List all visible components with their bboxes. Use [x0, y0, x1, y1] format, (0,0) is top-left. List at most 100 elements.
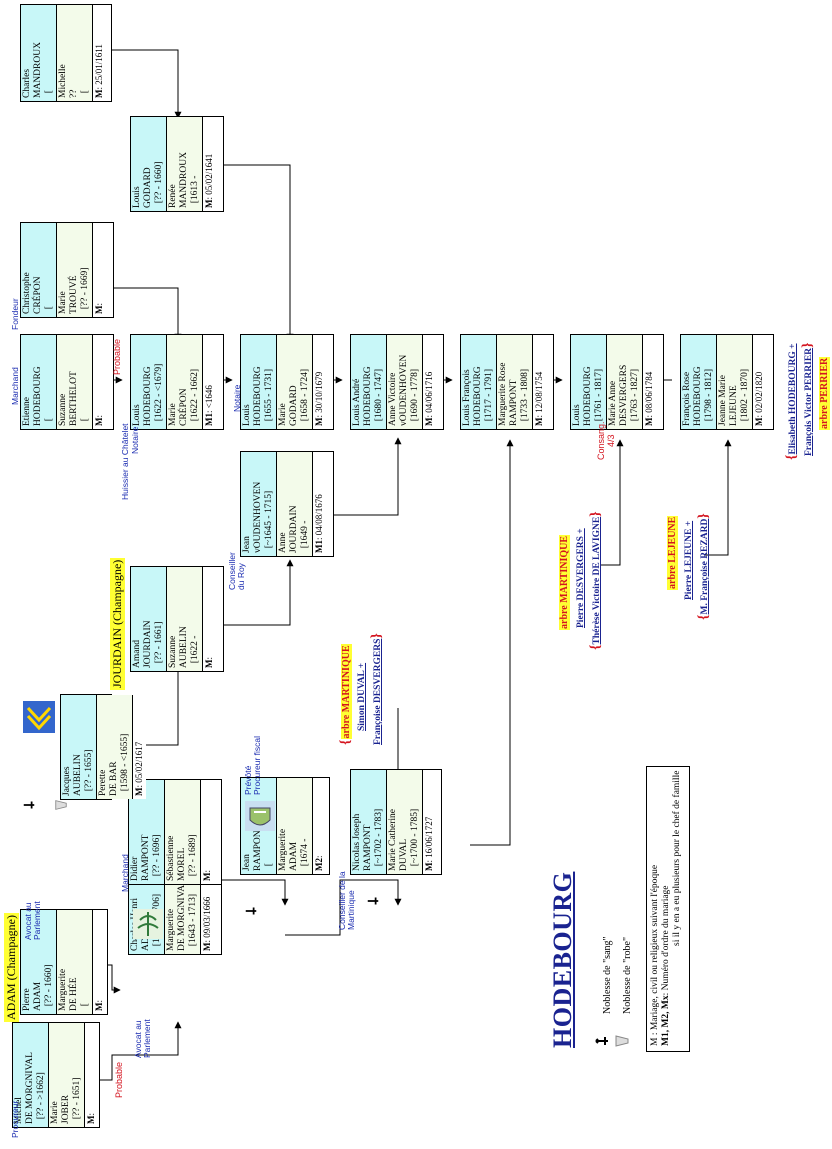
marriage-francois_rose: M: 02/02/1820: [753, 335, 766, 429]
marriage-louis1: M1: <1646: [203, 335, 216, 429]
tree-martinique-2[interactable]: arbre MARTINIQUE Pierre DESVERGERS + {Th…: [559, 511, 603, 650]
link-francoise-rezard[interactable]: M. Françoise REZARD: [700, 518, 710, 615]
robe-icon: [614, 1033, 630, 1054]
label-probable: Probable: [114, 1061, 124, 1098]
label-probable-2: Probable: [112, 338, 122, 375]
marriage-christophe: M:: [93, 223, 106, 317]
page-title: HODEBOURG: [548, 871, 577, 1048]
marriage-louis_andre: M: 04/06/1716: [423, 335, 436, 429]
legend-marriage: M : Mariage, civil ou religieux suivant …: [650, 770, 682, 1046]
sword-icon-rampont: [244, 904, 258, 923]
coat-of-arms-adam-icon: [132, 908, 164, 945]
marriage-jean_rampont: M2:: [313, 778, 326, 874]
marriage-pierre_adam: M:: [93, 910, 106, 1014]
link-elisabeth-hodebourg[interactable]: Elisabeth HODEBOURG +: [788, 343, 798, 455]
marriage-louis2: M: 30/10/1679: [313, 335, 326, 429]
label-consang: Consang.4/3: [596, 421, 616, 460]
tree-martinique-label[interactable]: arbre MARTINIQUE: [341, 644, 352, 740]
sword-icon-aubelin: [22, 798, 36, 817]
marriage-nicolas: M: 16/06/1727: [423, 770, 436, 874]
marriage-etienne: M:: [93, 335, 106, 429]
label-adam-champagne: ADAM (Champagne): [4, 913, 19, 1022]
marriage-louis3: M: 08/06/1784: [643, 335, 656, 429]
tree-perrier[interactable]: {Elisabeth HODEBOURG + François Victor P…: [784, 342, 830, 460]
profession-notaire: Notaire: [232, 384, 242, 412]
marriage-amand: M:: [203, 567, 216, 671]
label-jourdain-champagne: JOURDAIN (Champagne): [110, 557, 125, 690]
tree-martinique-1[interactable]: {arbre MARTINIQUE Simon DUVAL + François…: [338, 633, 384, 745]
marriage-charles_mandroux: M: 25/01/1611: [93, 5, 106, 101]
profession-marchand: Marchand: [120, 854, 130, 892]
link-francoise-desvergers[interactable]: Françoise DESVERGERS: [373, 638, 383, 745]
tree-lejeune[interactable]: arbre LEJEUNE Pierre LEJEUNE + {M. Franç…: [667, 513, 711, 620]
link-francois-perrier[interactable]: François Victor PERRIER: [804, 347, 814, 456]
coat-of-arms-rampont-icon: [244, 800, 276, 837]
profession-procureur: Procureur: [10, 1100, 20, 1138]
tree-perrier-label[interactable]: arbre PERRIER: [819, 356, 830, 430]
link-pierre-desvergers[interactable]: Pierre DESVERGERS +: [576, 528, 586, 628]
marriage-jacques: M: 05/02/1617: [133, 695, 146, 799]
profession-marchand-2: Marchand: [10, 367, 20, 405]
robe-icon-aubelin: [54, 798, 68, 817]
marriage-louis_francois: M: 12/08/1754: [533, 335, 546, 429]
link-pierre-lejeune[interactable]: Pierre LEJEUNE +: [684, 520, 694, 600]
profession-fondeur: Fondeur: [10, 298, 20, 330]
marriage-didier: M:: [201, 780, 214, 884]
sword-icon: [594, 1033, 610, 1054]
marriage-louis_godard: M: 05/02/1641: [203, 117, 216, 211]
link-therese-delavigne[interactable]: Thérèse Victoire DE LAVIGNE: [592, 516, 602, 645]
tree-lejeune-label[interactable]: arbre LEJEUNE: [667, 515, 678, 590]
link-simon-duval[interactable]: Simon DUVAL +: [357, 662, 367, 731]
marriage-jean_vou: M1: 04/08/1676: [313, 452, 326, 556]
sword-icon-nicolas: [366, 894, 380, 913]
tree-martinique-2-label[interactable]: arbre MARTINIQUE: [559, 534, 570, 630]
